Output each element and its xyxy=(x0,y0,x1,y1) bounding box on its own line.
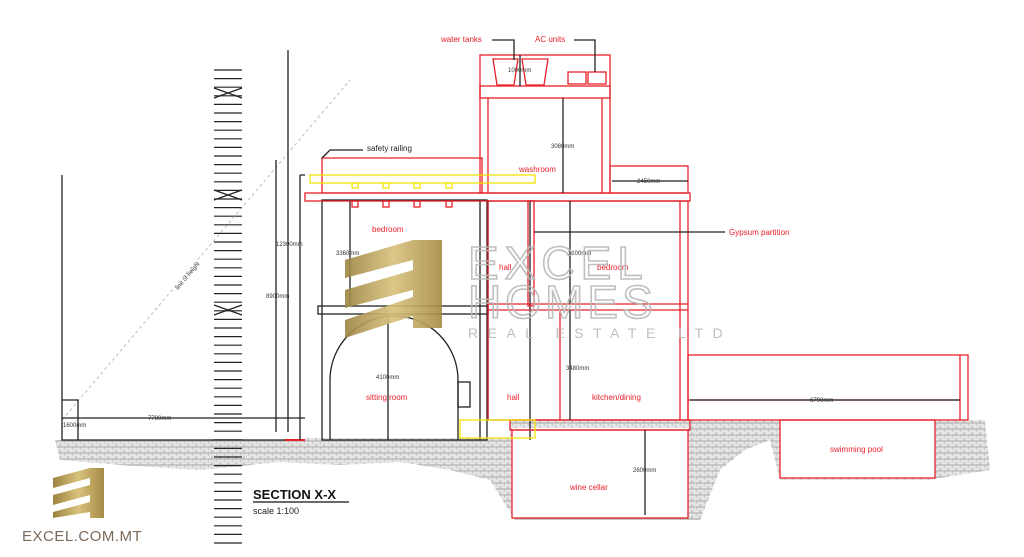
label-ac-units: AC units xyxy=(535,35,565,44)
dim-cellar-height: 2600mm xyxy=(633,468,656,474)
dim-left-width: 7780mm xyxy=(148,416,171,422)
dim-first-floor-left: 3360mm xyxy=(336,251,359,257)
label-hall-upper: hall xyxy=(499,263,512,272)
watermark: EXCEL HOMES REAL ESTATE LTD xyxy=(345,236,732,341)
dim-overall-height: 12300mm xyxy=(276,242,303,248)
label-water-tanks: water tanks xyxy=(440,35,482,44)
label-bedroom-right: bedroom xyxy=(597,263,629,272)
label-gypsum-partition: Gypsum partition xyxy=(729,228,789,237)
safety-railing xyxy=(309,174,536,439)
line-of-height-label: line of height xyxy=(175,261,202,291)
line-of-height xyxy=(61,79,351,421)
height-ruler xyxy=(213,69,243,544)
ruler-cross-mark xyxy=(213,189,243,201)
dim-washroom-width: 2450mm xyxy=(637,179,660,185)
ruler-cross-mark xyxy=(213,87,243,99)
label-kitchen-dining: kitchen/dining xyxy=(592,393,641,402)
brand-logo: EXCEL.COM.MT xyxy=(22,468,142,545)
section-scale: scale 1:100 xyxy=(253,506,299,516)
cellar-void xyxy=(512,428,688,518)
dim-ground-arch: 4100mm xyxy=(376,375,399,381)
watermark-line3: REAL ESTATE LTD xyxy=(468,325,732,341)
label-sitting-room: sitting room xyxy=(366,393,408,402)
watermark-line2: HOMES xyxy=(468,276,657,328)
dim-left-height: 1600mm xyxy=(63,423,86,429)
pool-void xyxy=(780,420,935,478)
dim-mid-height: 8900mm xyxy=(266,294,289,300)
logo-text: EXCEL.COM.MT xyxy=(22,528,142,545)
dim-washroom-height: 3080mm xyxy=(551,144,574,150)
section-title: SECTION X-X xyxy=(253,487,336,502)
watermark-line1: EXCEL xyxy=(468,237,649,289)
logo-chevron-icon xyxy=(53,468,104,518)
ruler-cross-mark xyxy=(213,304,243,316)
label-bedroom-left: bedroom xyxy=(372,225,404,234)
dim-first-floor-right: 3100mm xyxy=(568,251,591,257)
label-swimming-pool: swimming pool xyxy=(830,445,883,454)
label-safety-railing: safety railing xyxy=(367,144,412,153)
watermark-chevron-icon xyxy=(345,240,442,338)
label-hall-lower: hall xyxy=(507,393,520,402)
label-wine-cellar: wine cellar xyxy=(569,483,608,492)
dim-pool-width: 6790mm xyxy=(810,398,833,404)
dim-tank-height: 1000mm xyxy=(508,68,531,74)
dim-kitchen-height: 3480mm xyxy=(566,366,589,372)
label-washroom: washroom xyxy=(518,165,556,174)
